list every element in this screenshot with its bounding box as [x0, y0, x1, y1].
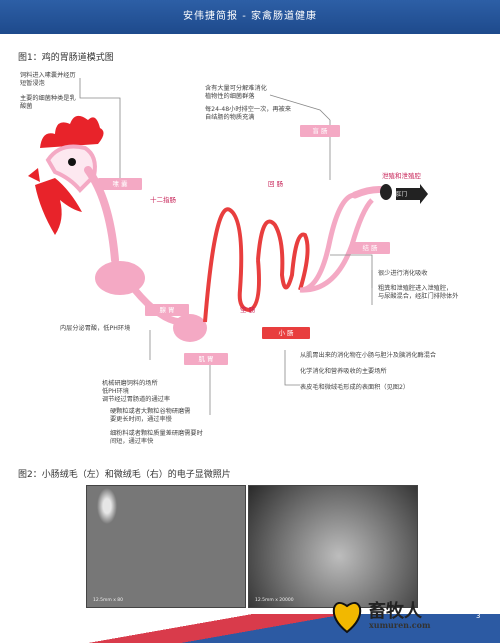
footer-bar	[0, 614, 500, 643]
anus-label: 肛门	[396, 192, 408, 198]
colon-note-2: 粗粪和泄殖腔进入泄殖腔， 与尿酸混合，经肛门排除体外	[378, 285, 459, 300]
header-bar: 安伟捷简报 - 家禽肠道健康	[0, 0, 500, 34]
small-intestine-note-3: 表皮毛和微绒毛形成的表面积（见图2）	[300, 384, 410, 391]
duodenum-label: 十二指肠	[150, 196, 176, 204]
colon-label: 结 肠	[350, 242, 390, 254]
heart-logo-icon	[332, 602, 362, 634]
crop-shape	[95, 261, 145, 295]
small-intestine-note-1: 从肌胃出来的消化物在小肠与胆汁及胰消化酶混合	[300, 352, 437, 359]
microvilli-photo: 12.5mm x 20000	[248, 485, 418, 608]
gi-tract-diagram	[28, 78, 428, 415]
gizzard-shape	[173, 314, 207, 342]
ceca-note-1: 含有大量可分解难消化 植物性的细菌群落	[205, 85, 267, 100]
gizzard-note-1: 机械研磨饲料的场所 低PH环境 调节经过胃肠道的通过率	[102, 380, 171, 403]
cloaca-label: 泄殖和泄殖腔	[382, 172, 421, 180]
beak-shape	[28, 168, 40, 182]
proventriculus-label: 腺 胃	[145, 304, 189, 316]
ceca-path	[299, 192, 356, 293]
wattle-shape	[35, 178, 82, 235]
villi-photo: 12.5mm x 80	[86, 485, 246, 608]
comb-shape	[40, 115, 104, 148]
figure1-title: 图1：鸡的胃肠道模式图	[18, 53, 114, 63]
esophagus-path	[84, 166, 119, 264]
ceca-note-2: 每24-48小时排空一次，再被来 自结肠的物质充满	[205, 106, 292, 121]
gizzard-note-2: 硬颗粒或者大颗粒谷物研磨需 要更长时间，通过率慢	[110, 408, 191, 423]
colon-note-1: 很少进行消化吸收	[378, 270, 428, 277]
small-intestine-label: 小 肠	[262, 327, 310, 339]
crop-note: 饲料进入嗉囊并经历 短暂浸泡	[20, 72, 76, 87]
brand-domain: xumuren.com	[369, 620, 431, 630]
villi-photo-caption: 12.5mm x 80	[93, 598, 124, 603]
gizzard-note-3: 细粉料或者颗粒质量差研磨需要时 间短，通过率快	[110, 430, 203, 445]
gizzard-label: 肌 胃	[184, 353, 228, 365]
crop-label: 嗉 囊	[98, 178, 142, 190]
jejunum-label: 空 肠	[240, 306, 256, 314]
header-title: 安伟捷简报 - 家禽肠道健康	[183, 11, 317, 22]
crop-note-2: 主要的细菌种类是乳 酸菌	[20, 95, 76, 110]
small-intestine-note-2: 化学消化和营养吸收的主要场所	[300, 368, 387, 375]
jejunum-path	[256, 219, 310, 291]
anus-arrow	[396, 184, 428, 204]
head-shape	[45, 144, 97, 193]
proventriculus-note: 内层分泌胃酸，低PH环境	[60, 325, 131, 332]
cloaca-shape	[380, 184, 392, 200]
figure2-title: 图2：小肠绒毛（左）和微绒毛（右）的电子显微照片	[18, 470, 231, 480]
page-number: 3	[476, 612, 481, 620]
eye-shape	[68, 158, 76, 166]
ileum-label: 回 肠	[268, 180, 284, 188]
ceca-label: 盲 肠	[300, 125, 340, 137]
duodenum-path	[203, 207, 261, 323]
brand-logo-text: 畜牧人	[368, 601, 422, 622]
microvilli-photo-caption: 12.5mm x 20000	[255, 598, 294, 603]
